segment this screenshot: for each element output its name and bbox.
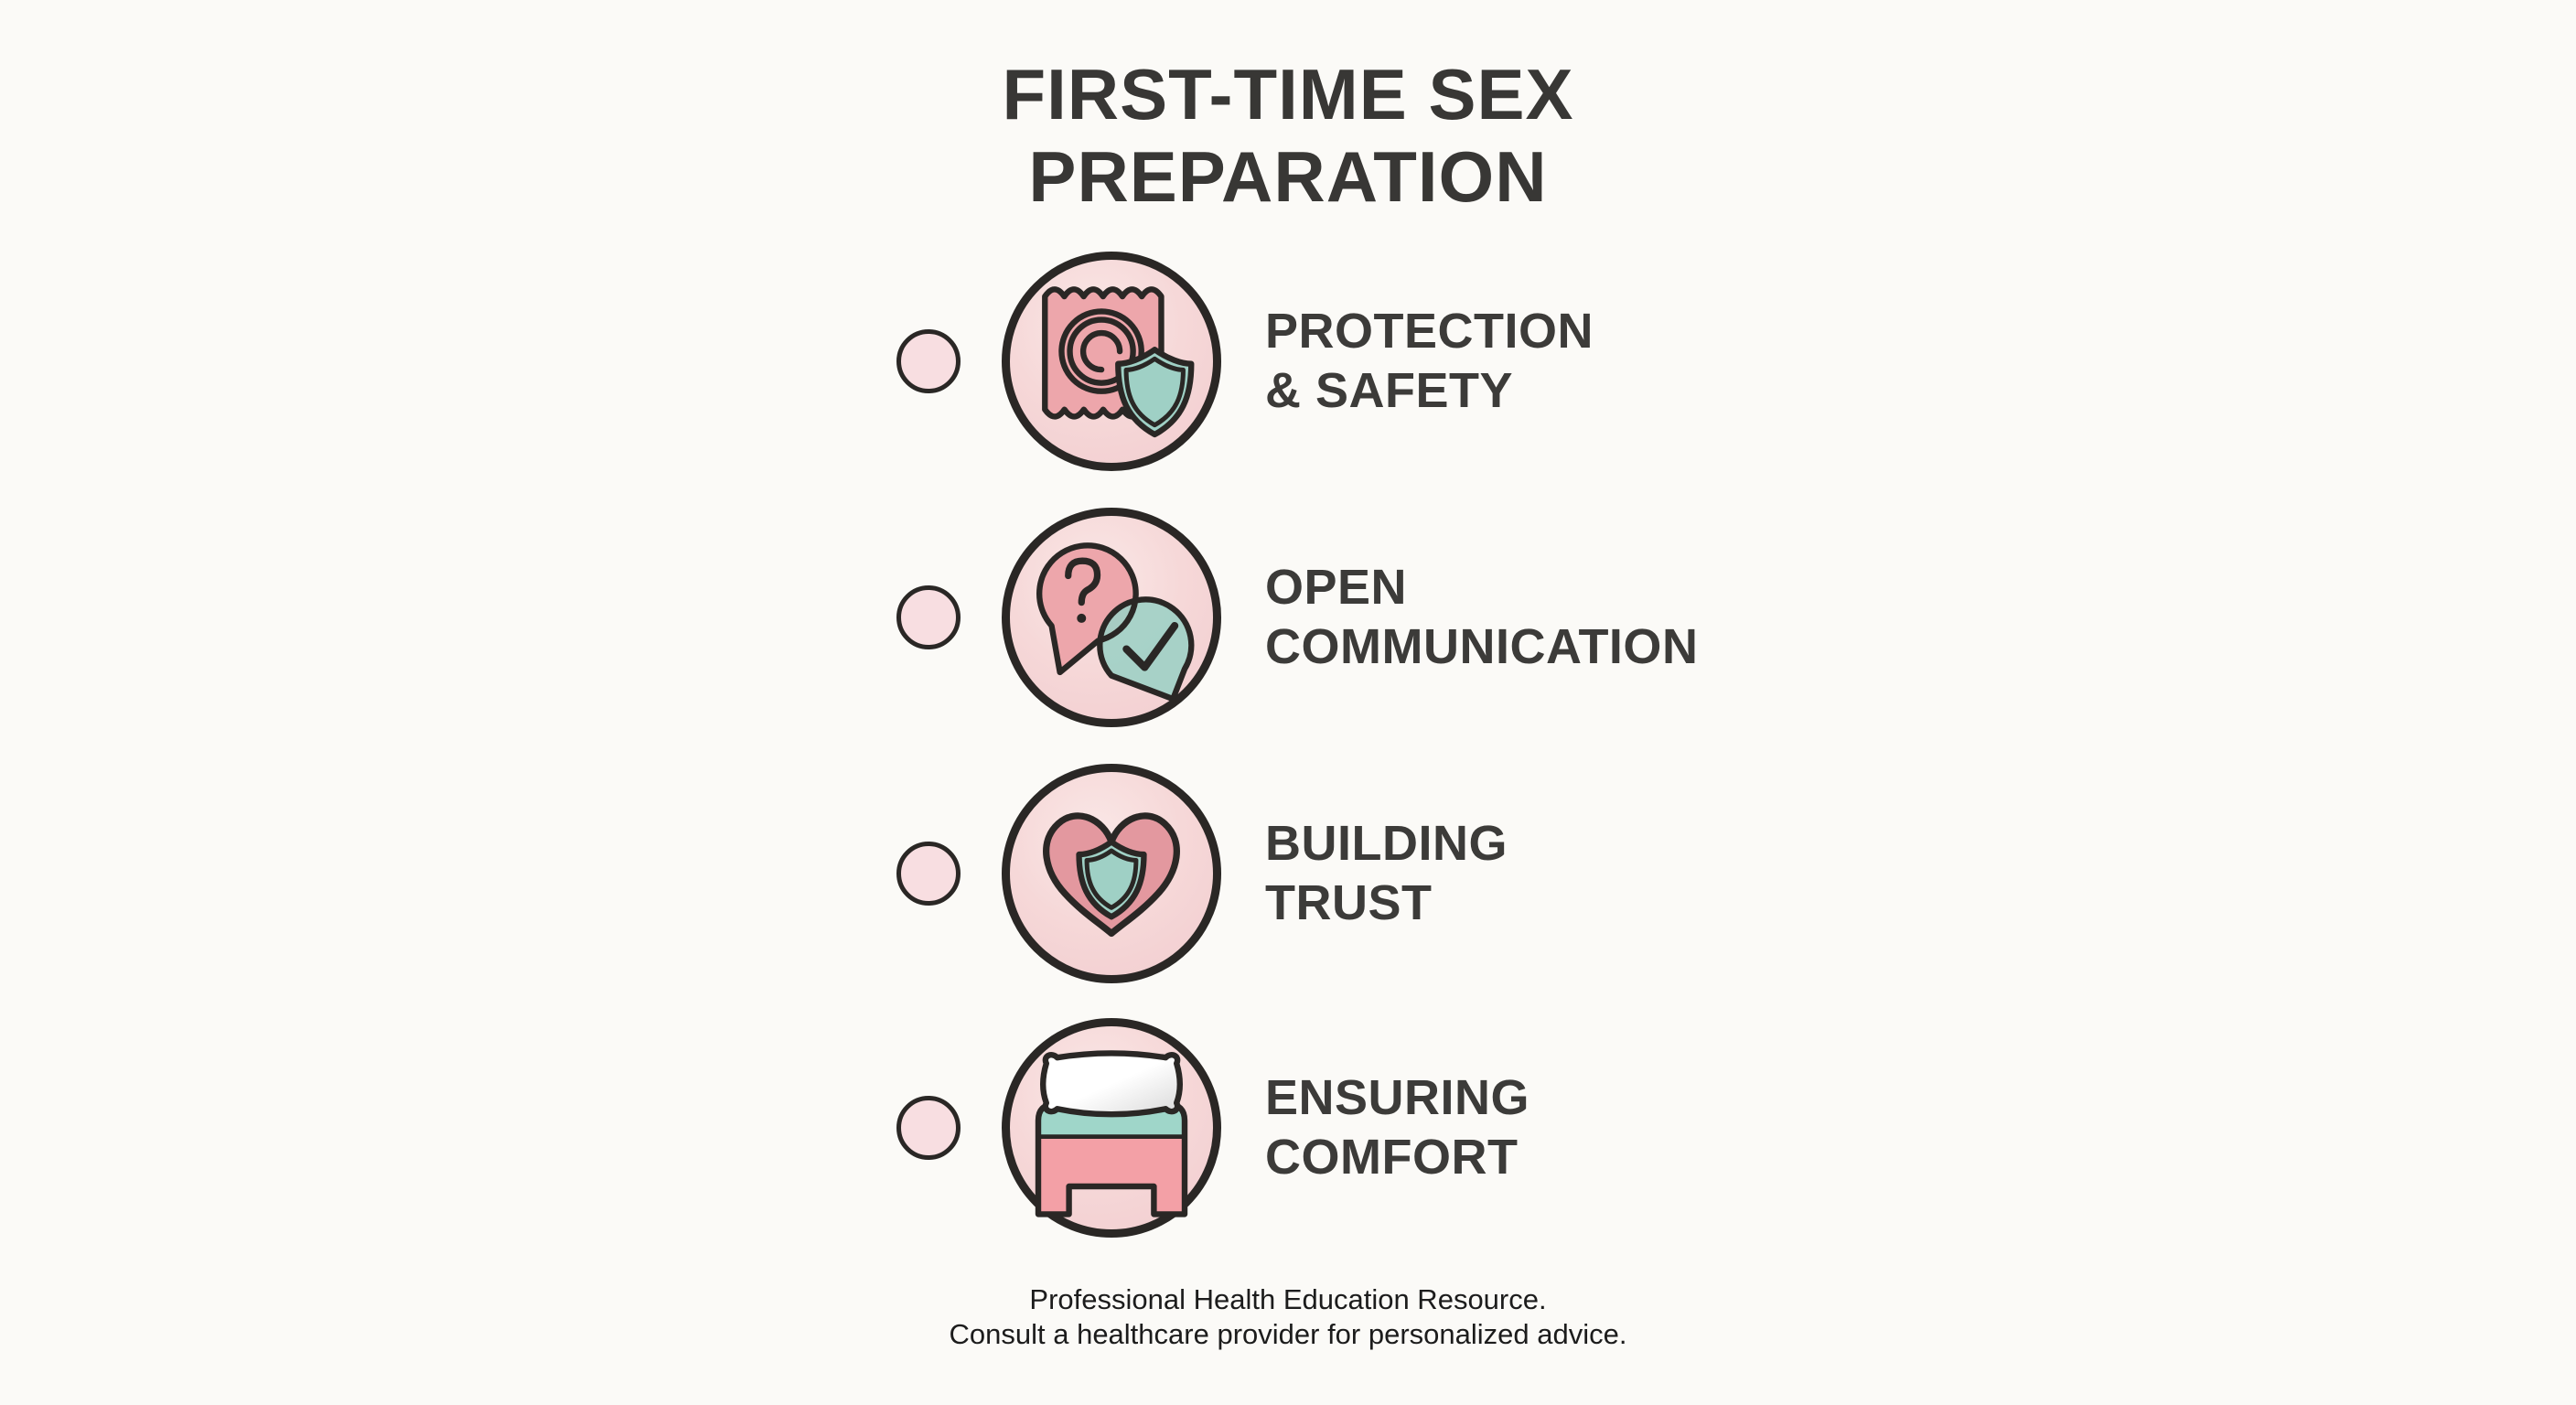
condom-packet-shield-icon <box>1042 286 1195 438</box>
list-item-open-communication: OPEN COMMUNICATION <box>896 508 1698 727</box>
label-line-2: & SAFETY <box>1265 363 1514 418</box>
icon-circle-trust <box>1002 764 1221 983</box>
footer-line-1: Professional Health Education Resource. <box>1029 1283 1547 1315</box>
bullet-circle <box>896 842 961 906</box>
item-label-open-communication: OPEN COMMUNICATION <box>1265 558 1698 677</box>
list-item-ensuring-comfort: ENSURING COMFORT <box>896 1018 1530 1238</box>
question-check-speech-bubbles-icon <box>1036 542 1195 702</box>
bed-pillow-icon <box>1035 1050 1188 1217</box>
label-line-1: PROTECTION <box>1265 304 1594 359</box>
page-title-line-2: PREPARATION <box>1028 136 1548 218</box>
label-line-2: TRUST <box>1265 875 1433 930</box>
label-line-1: ENSURING <box>1265 1070 1530 1126</box>
label-line-2: COMMUNICATION <box>1265 619 1699 674</box>
item-label-ensuring-comfort: ENSURING COMFORT <box>1265 1068 1530 1187</box>
bullet-circle <box>896 585 961 649</box>
label-line-1: BUILDING <box>1265 816 1508 872</box>
icon-circle-communication <box>1002 508 1221 727</box>
item-label-building-trust: BUILDING TRUST <box>1265 814 1508 933</box>
icon-circle-protection <box>1002 252 1221 471</box>
label-line-2: COMFORT <box>1265 1130 1519 1185</box>
heart-shield-icon <box>1043 812 1180 938</box>
list-item-protection-safety: PROTECTION & SAFETY <box>896 252 1594 471</box>
footer-line-2: Consult a healthcare provider for person… <box>949 1318 1627 1350</box>
bullet-circle <box>896 1096 961 1160</box>
page-title-line-1: FIRST-TIME SEX <box>1002 54 1574 134</box>
footer-disclaimer: Professional Health Education Resource. … <box>0 1282 2576 1352</box>
icon-circle-comfort <box>1002 1018 1221 1238</box>
page-title: FIRST-TIME SEX PREPARATION <box>0 53 2576 219</box>
list-item-building-trust: BUILDING TRUST <box>896 764 1508 983</box>
item-label-protection-safety: PROTECTION & SAFETY <box>1265 302 1594 421</box>
bullet-circle <box>896 329 961 393</box>
label-line-1: OPEN <box>1265 560 1408 616</box>
